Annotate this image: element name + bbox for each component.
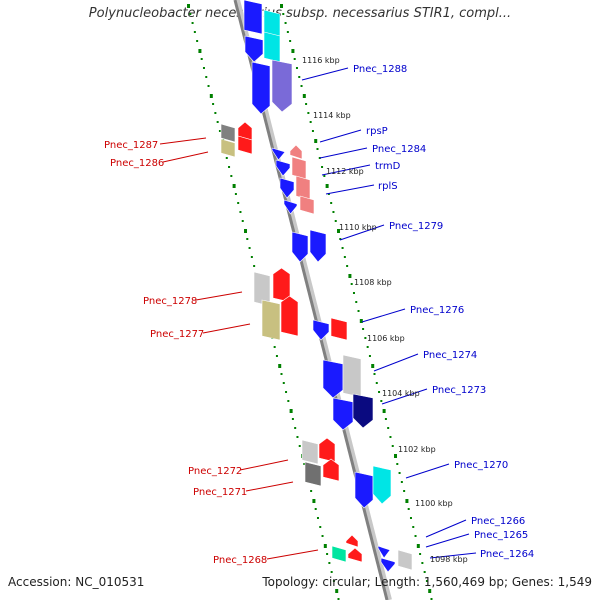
gene-label-plus[interactable]: Pnec_1274 xyxy=(423,350,477,361)
gene-arrow[interactable] xyxy=(318,437,336,463)
gene-arrow[interactable] xyxy=(322,359,344,399)
kbp-tick-label: 1114 kbp xyxy=(313,111,351,120)
gene-block[interactable] xyxy=(342,354,362,398)
gene-leader-line xyxy=(425,519,467,538)
gene-label-minus[interactable]: Pnec_1287 xyxy=(104,140,158,151)
gene-label-plus[interactable]: Pnec_1270 xyxy=(454,460,508,471)
gene-label-minus[interactable]: Pnec_1277 xyxy=(150,329,204,340)
gene-leader-line xyxy=(239,459,289,471)
gene-leader-line xyxy=(325,184,375,195)
gene-arrow[interactable] xyxy=(289,144,303,160)
gene-label-plus[interactable]: rplS xyxy=(378,181,398,192)
gene-block[interactable] xyxy=(295,175,311,201)
gene-leader-line xyxy=(195,291,243,301)
gene-label-plus[interactable]: Pnec_1273 xyxy=(432,385,486,396)
gene-leader-line xyxy=(381,388,428,405)
gene-block[interactable] xyxy=(243,0,263,35)
gene-arrow[interactable] xyxy=(312,319,330,341)
gene-arrow[interactable] xyxy=(309,229,327,263)
gene-label-plus[interactable]: rpsP xyxy=(366,126,388,137)
gene-label-plus[interactable]: Pnec_1284 xyxy=(372,144,426,155)
gene-arrow[interactable] xyxy=(272,267,291,303)
gene-arrow[interactable] xyxy=(271,59,293,113)
gene-block[interactable] xyxy=(304,461,322,487)
gene-arrow[interactable] xyxy=(352,393,374,429)
gene-label-plus[interactable]: trmD xyxy=(375,161,401,172)
topology-label: Topology: circular; Length: 1,560,469 bp… xyxy=(262,575,592,589)
gene-leader-line xyxy=(162,151,209,163)
gene-leader-line xyxy=(266,549,319,560)
gene-block[interactable] xyxy=(291,156,307,180)
gene-label-plus[interactable]: Pnec_1279 xyxy=(389,221,443,232)
gene-block[interactable] xyxy=(397,549,413,571)
gene-block[interactable] xyxy=(263,31,281,63)
kbp-tick-label: 1106 kbp xyxy=(367,334,405,343)
gene-arrow[interactable] xyxy=(377,545,391,559)
gene-label-minus[interactable]: Pnec_1271 xyxy=(193,487,247,498)
gene-label-plus[interactable]: Pnec_1276 xyxy=(410,305,464,316)
kbp-tick-label: 1104 kbp xyxy=(382,389,420,398)
kbp-tick-label: 1110 kbp xyxy=(339,223,377,232)
gene-arrow[interactable] xyxy=(380,557,396,573)
gene-leader-line xyxy=(373,353,419,372)
gene-arrow[interactable] xyxy=(271,147,286,161)
gene-leader-line xyxy=(202,323,251,334)
gene-label-minus[interactable]: Pnec_1286 xyxy=(110,158,164,169)
gene-leader-line xyxy=(159,137,207,145)
gene-leader-line xyxy=(301,67,349,81)
gene-arrow[interactable] xyxy=(280,295,299,337)
kbp-tick-label: 1116 kbp xyxy=(302,56,340,65)
gene-arrow[interactable] xyxy=(251,61,271,115)
kbp-tick-label: 1102 kbp xyxy=(398,445,436,454)
gene-label-plus[interactable]: Pnec_1266 xyxy=(471,516,525,527)
gene-leader-line xyxy=(425,533,470,548)
gene-leader-line xyxy=(339,224,385,241)
gene-block[interactable] xyxy=(330,317,348,341)
gene-leader-line xyxy=(429,552,477,559)
gene-label-plus[interactable]: Pnec_1288 xyxy=(353,64,407,75)
gene-leader-line xyxy=(361,308,406,323)
gene-arrow[interactable] xyxy=(322,458,340,482)
kbp-tick-label: 1098 kbp xyxy=(430,555,468,564)
gene-block[interactable] xyxy=(220,123,236,143)
gene-leader-line xyxy=(319,129,362,143)
tick-dots-right xyxy=(280,4,433,600)
gene-block[interactable] xyxy=(301,439,319,465)
gene-label-minus[interactable]: Pnec_1268 xyxy=(213,555,267,566)
gene-leader-line xyxy=(319,147,368,159)
accession-label: Accession: NC_010531 xyxy=(8,575,145,589)
gene-arrow[interactable] xyxy=(332,397,354,431)
kbp-tick-label: 1112 kbp xyxy=(326,167,364,176)
gene-arrow[interactable] xyxy=(354,471,374,509)
gene-arrow[interactable] xyxy=(372,465,392,505)
gene-label-minus[interactable]: Pnec_1278 xyxy=(143,296,197,307)
gene-leader-line xyxy=(405,463,450,479)
gene-label-minus[interactable]: Pnec_1272 xyxy=(188,466,242,477)
gene-label-plus[interactable]: Pnec_1264 xyxy=(480,549,534,560)
gene-leader-line xyxy=(245,481,294,492)
gene-block[interactable] xyxy=(237,135,253,155)
kbp-tick-label: 1100 kbp xyxy=(415,499,453,508)
gene-arrow[interactable] xyxy=(275,159,291,177)
gene-leader-line xyxy=(321,164,371,176)
gene-arrow[interactable] xyxy=(279,177,295,199)
gene-arrow[interactable] xyxy=(244,35,264,63)
gene-arrow[interactable] xyxy=(291,231,309,263)
gene-arrow[interactable] xyxy=(345,534,359,548)
gene-arrow[interactable] xyxy=(347,547,363,563)
map-title: Polynucleobacter necessarius subsp. nece… xyxy=(88,6,512,21)
gene-block[interactable] xyxy=(261,299,281,341)
gene-label-plus[interactable]: Pnec_1265 xyxy=(474,530,528,541)
gene-arrow[interactable] xyxy=(283,199,298,215)
kbp-tick-label: 1108 kbp xyxy=(354,278,392,287)
gene-block[interactable] xyxy=(220,138,236,158)
gene-block[interactable] xyxy=(299,195,315,215)
gene-block[interactable] xyxy=(331,545,347,563)
